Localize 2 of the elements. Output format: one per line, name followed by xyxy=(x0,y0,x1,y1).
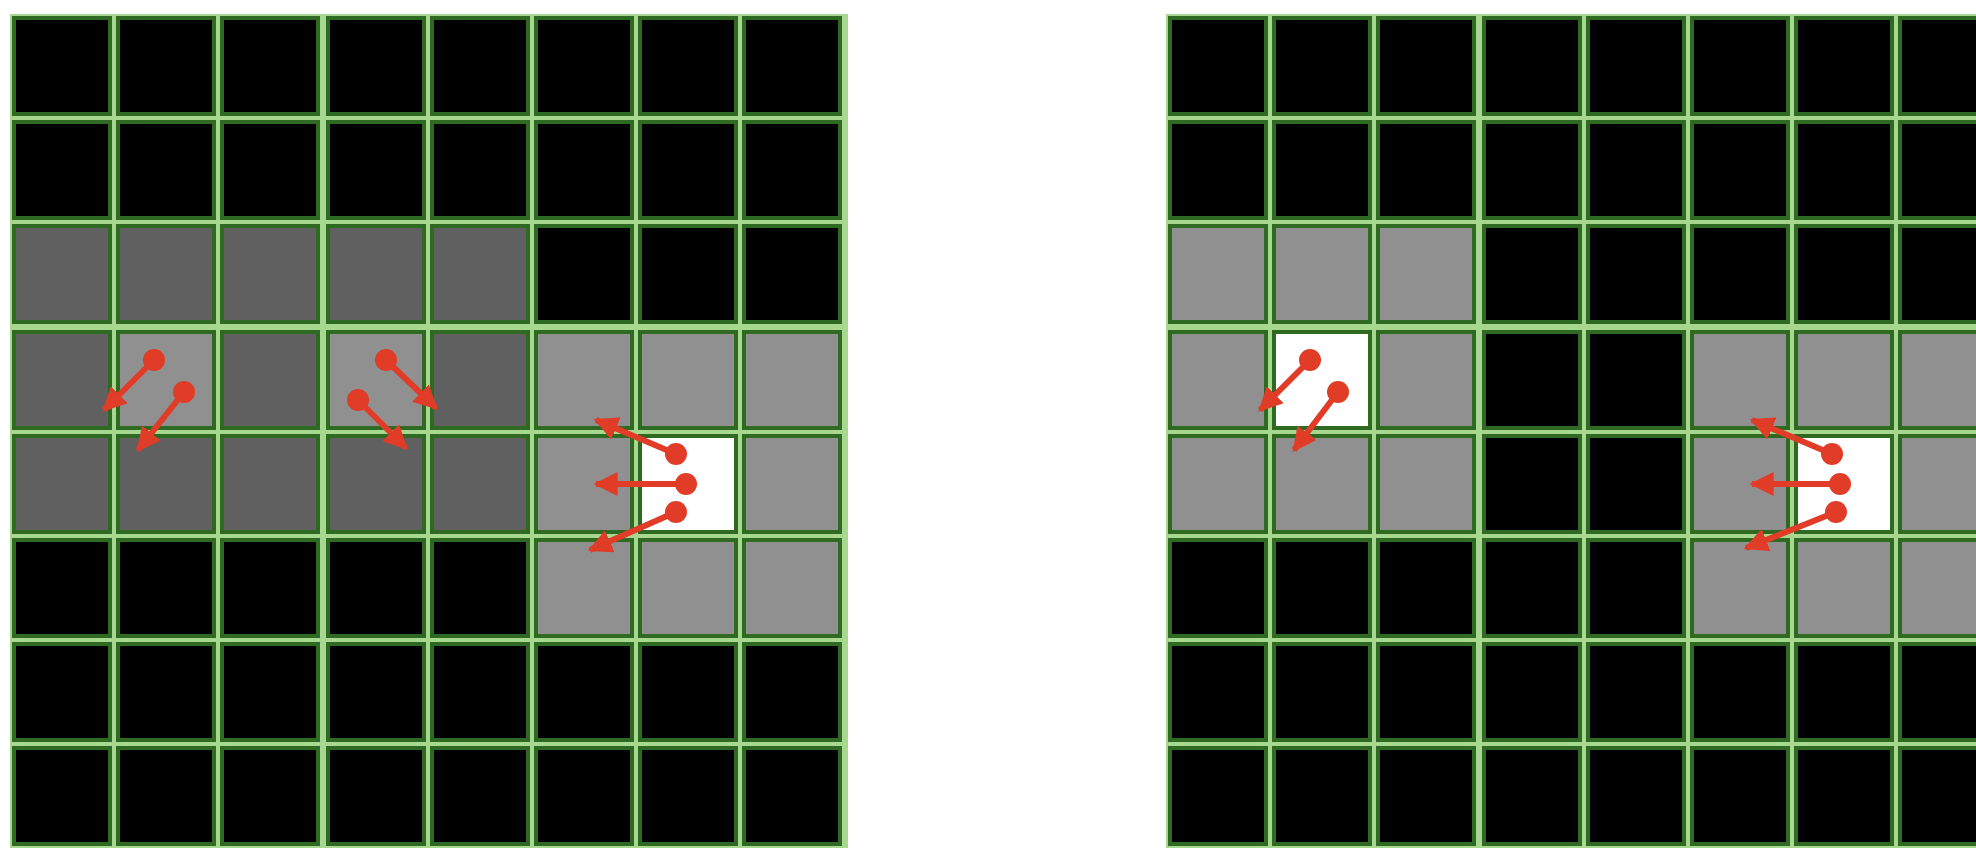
grid xyxy=(1166,14,1976,848)
grid xyxy=(10,14,848,848)
